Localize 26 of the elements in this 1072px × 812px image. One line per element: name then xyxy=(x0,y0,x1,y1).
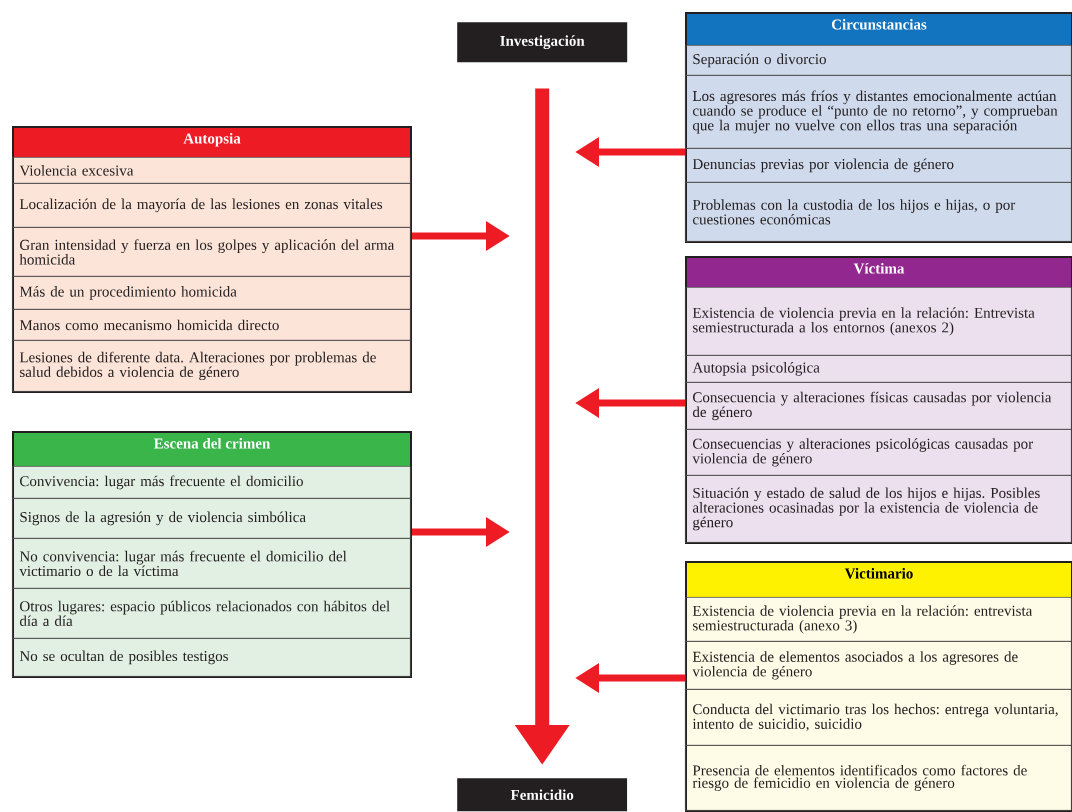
table-row: Consecuencia y alteraciones físicas causadas por violencia de género xyxy=(685,382,1072,430)
table-row: Denuncias previas por violencia de género xyxy=(685,148,1072,183)
table-row: Situación y estado de salud de los hijos e hijas. Posibles alteraciones ocasinadas por la existencia de violencia de género xyxy=(685,475,1072,543)
table-row: Lesiones de diferente data. Alteraciones por problemas de salud debidos a violencia de género xyxy=(12,340,411,392)
table-row: Conducta del victimario tras los hechos: entrega voluntaria, intento de suicidio, suicidio xyxy=(685,689,1072,746)
table-row: No se ocultan de posibles testigos xyxy=(12,638,411,677)
table-row: Presencia de elementos identificados como factores de riesgo de femicidio en violencia de género xyxy=(685,745,1072,811)
table-row: Consecuencias y alteraciones psicológicas causadas por violencia de género xyxy=(685,429,1072,476)
table-row: Existencia de violencia previa en la relación: Entrevista semiestructurada a los entornos (anexos 2) xyxy=(685,287,1072,356)
table-row: Más de un procedimiento homicida xyxy=(12,276,411,310)
title-box: Femicidio xyxy=(457,778,628,812)
table-row: Separación o divorcio xyxy=(685,45,1072,76)
table-row: Existencia de violencia previa en la relación: entrevista semiestructurada (anexo 3) xyxy=(685,597,1072,642)
table-row: Violencia excesiva xyxy=(12,157,411,184)
table-row: Signos de la agresión y de violencia simbólica xyxy=(12,498,411,539)
table-row: Autopsia psicológica xyxy=(685,355,1072,383)
table-row: Existencia de elementos asociados a los agresores de violencia de género xyxy=(685,641,1072,690)
title-box: Investigación xyxy=(457,22,628,63)
table-row: Convivencia: lugar más frecuente el domicilio xyxy=(12,466,411,499)
table-row: Los agresores más fríos y distantes emocionalmente actúan cuando se produce el “punto de no retorno”, y comprueban que la mujer no vuelve con ellos tras una separación xyxy=(685,75,1072,149)
table-row: Problemas con la custodia de los hijos e hijas, o por cuestiones económicas xyxy=(685,182,1072,242)
table-row: Otros lugares: espacio públicos relacionados con hábitos del día a día xyxy=(12,588,411,639)
table-row: No convivencia: lugar más frecuente el domicilio del victimario o de la víctima xyxy=(12,538,411,589)
table-row: Localización de la mayoría de las lesiones en zonas vitales xyxy=(12,183,411,228)
table-row: Manos como mecanismo homicida directo xyxy=(12,309,411,341)
table-row: Gran intensidad y fuerza en los golpes y aplicación del arma homicida xyxy=(12,227,411,277)
